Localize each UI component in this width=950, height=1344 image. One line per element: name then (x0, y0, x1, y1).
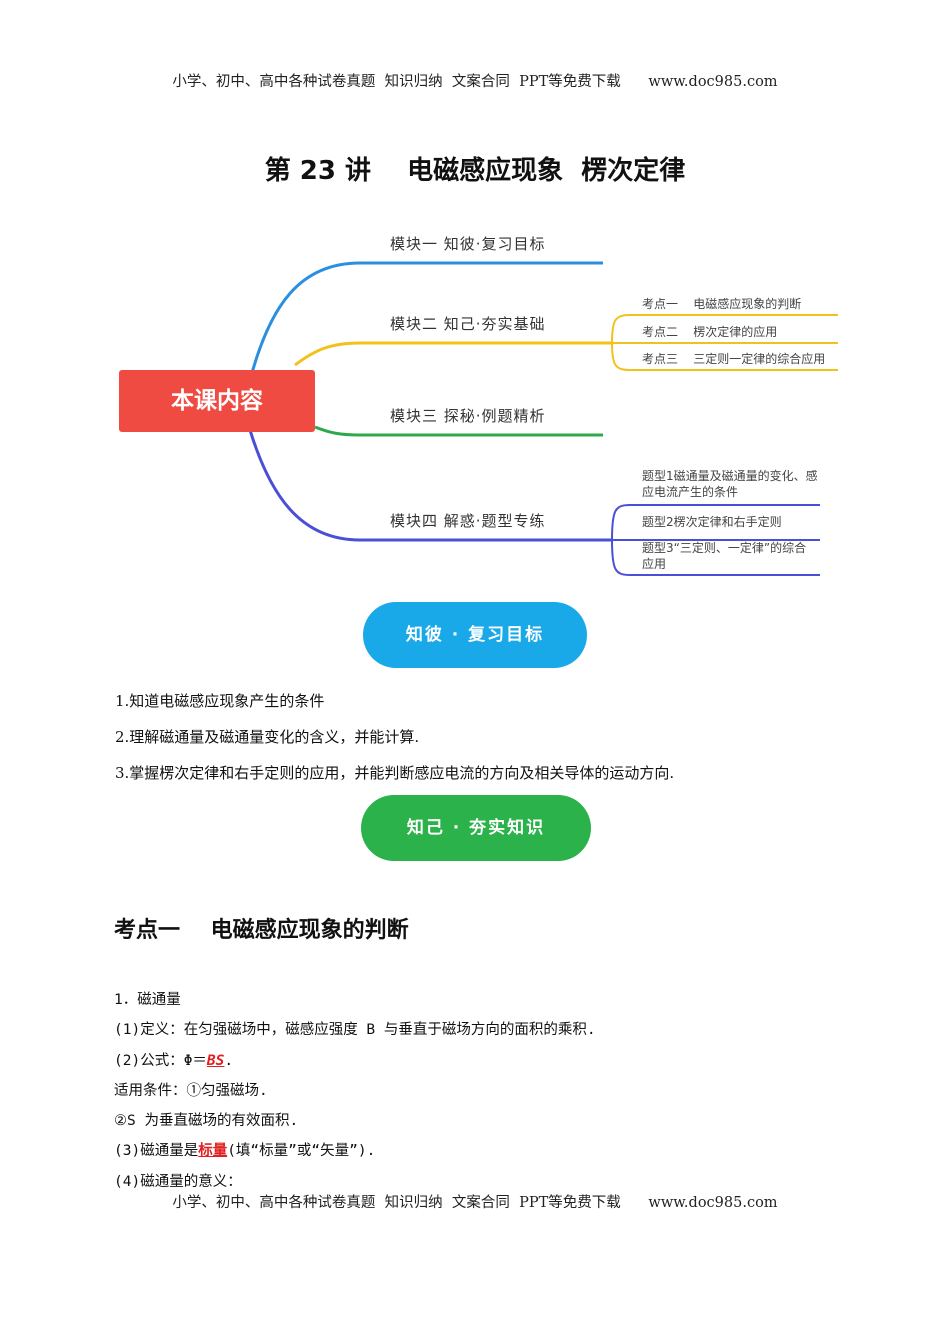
branch-4-label: 模块四 解惑·题型专练 (390, 512, 546, 530)
branch-3-label: 模块三 探秘·例题精析 (390, 407, 546, 425)
page-footer: 小学、初中、高中各种试卷真题 知识归纳 文案合同 PPT等免费下载 www.do… (172, 1195, 778, 1211)
branch-2-child-3: 考点三 三定则一定律的综合应用 (642, 352, 826, 366)
content-line-1: 1．磁通量 (114, 992, 181, 1008)
branch-4-child-1: 题型1磁通量及磁通量的变化、感应电流产生的条件 (642, 469, 818, 499)
content-line-7: (4)磁通量的意义： (114, 1174, 242, 1190)
branch-2-child-1: 考点一 电磁感应现象的判断 (642, 297, 802, 311)
content-line-6: (3)磁通量是标量(填“标量”或“矢量”). (114, 1139, 375, 1160)
formula-answer: BS (206, 1053, 225, 1069)
branch-4-child-3: 题型3“三定则、一定律”的综合应用 (642, 541, 807, 571)
branch-2-curve (294, 341, 612, 367)
branch-1-label: 模块一 知彼·复习目标 (390, 235, 546, 253)
branch-3-curve (314, 425, 603, 437)
content-line-4: 适用条件：①匀强磁场. (114, 1083, 268, 1099)
page-header: 小学、初中、高中各种试卷真题 知识归纳 文案合同 PPT等免费下载 www.do… (172, 74, 778, 90)
content-line-3: (2)公式：Φ＝BS. (114, 1049, 233, 1070)
root-box (119, 370, 315, 432)
formula-prefix: (2)公式：Φ＝ (114, 1053, 207, 1069)
content-line-2: (1)定义：在匀强磁场中，磁感应强度 B 与垂直于磁场方向的面积的乘积. (114, 1022, 596, 1038)
scalar-prefix: (3)磁通量是 (114, 1143, 199, 1159)
content-line-5: ②S 为垂直磁场的有效面积. (114, 1113, 299, 1129)
scalar-answer: 标量 (198, 1143, 228, 1159)
mind-map (119, 261, 838, 576)
mind-map-root: 本课内容 (171, 388, 263, 414)
branch-4-child-2: 题型2楞次定律和右手定则 (642, 515, 782, 529)
foundation-pill: 知己 · 夯实知识 (361, 795, 591, 861)
lecture-title: 第 23 讲 电磁感应现象 楞次定律 (264, 156, 686, 186)
goal-item-1: 1.知道电磁感应现象产生的条件 (115, 692, 325, 710)
branch-4-child-connector (611, 504, 820, 576)
branch-2-child-2: 考点二 楞次定律的应用 (642, 325, 778, 339)
branch-2-label: 模块二 知己·夯实基础 (390, 315, 546, 333)
goal-item-3: 3.掌握楞次定律和右手定则的应用，并能判断感应电流的方向及相关导体的运动方向. (115, 764, 675, 782)
branch-4-curve (248, 429, 612, 542)
scalar-suffix: (填“标量”或“矢量”). (227, 1143, 376, 1159)
goal-item-2: 2.理解磁通量及磁通量变化的含义，并能计算. (115, 728, 420, 746)
branch-1-curve (248, 261, 603, 381)
section-title: 考点一 电磁感应现象的判断 (114, 918, 409, 943)
formula-suffix: . (224, 1053, 234, 1069)
review-goals-pill: 知彼 · 复习目标 (363, 602, 587, 668)
branch-2-child-connector (611, 314, 838, 371)
